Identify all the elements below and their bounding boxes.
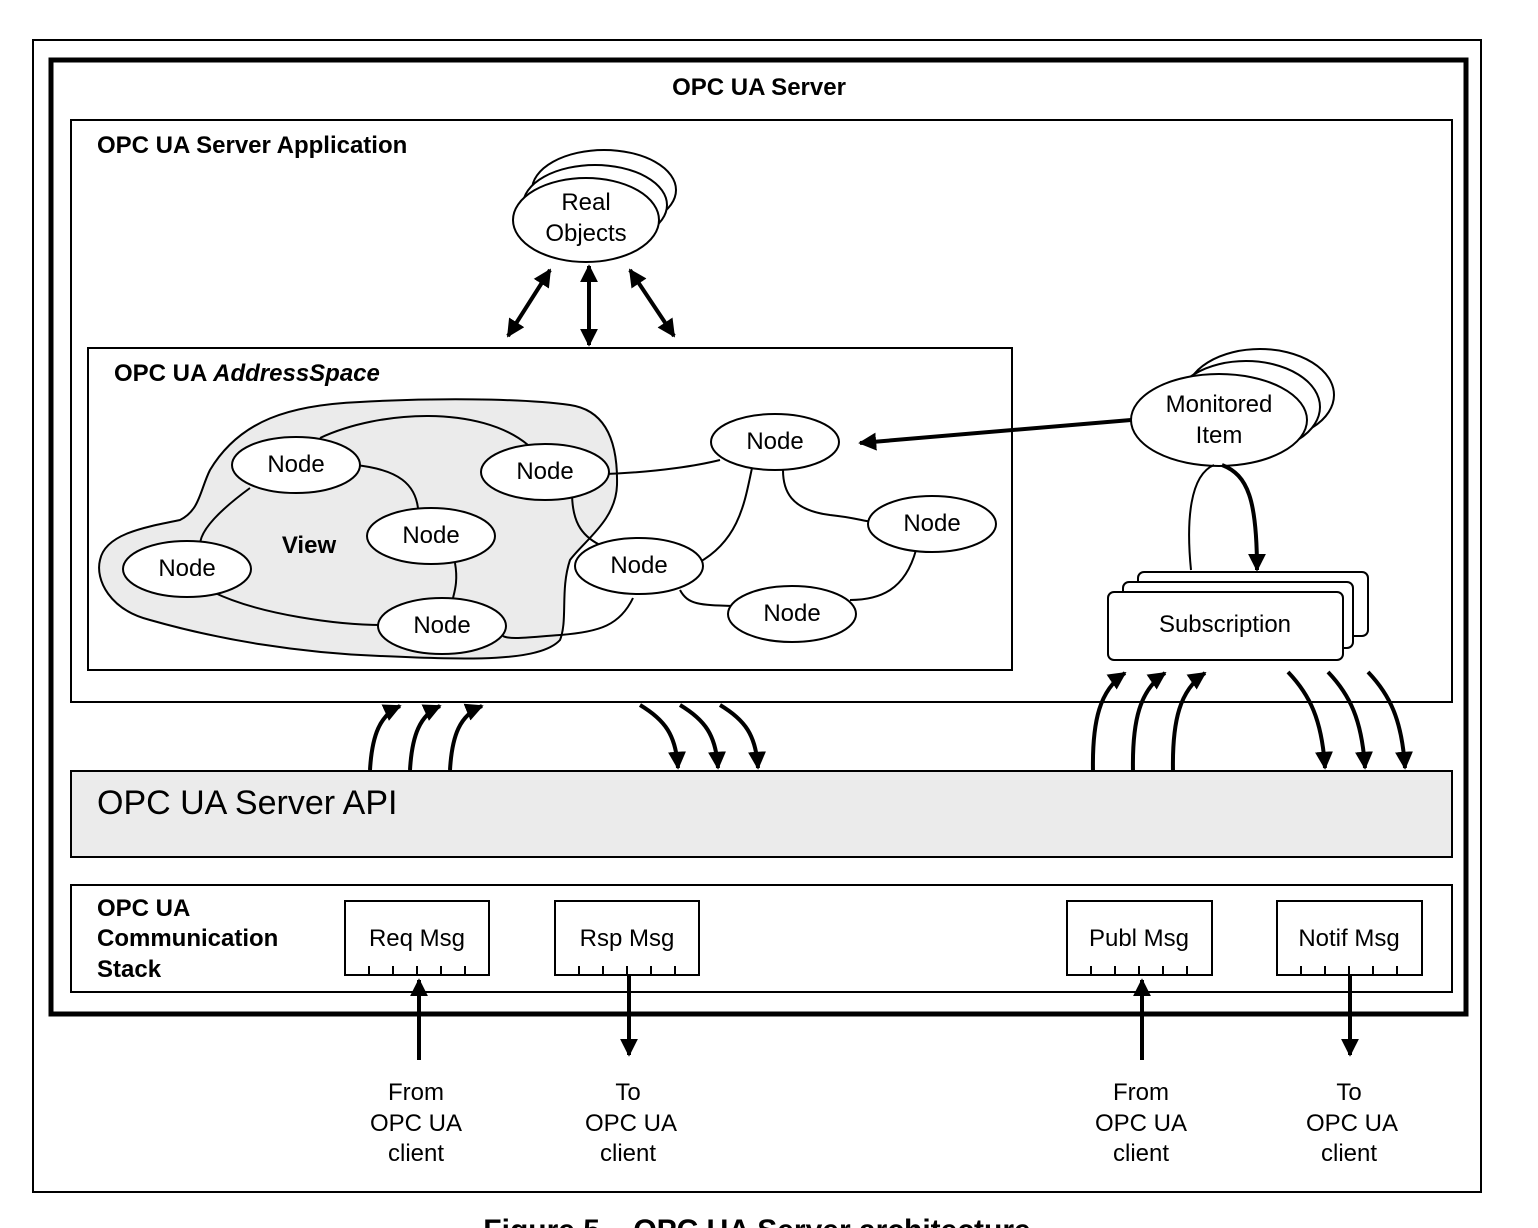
from-client-2-line-2: OPC UA <box>1095 1110 1187 1137</box>
client-arrows <box>410 975 1359 1060</box>
node-2-label: Node <box>516 458 573 485</box>
communication-stack-label-2: Communication <box>97 925 278 952</box>
monitored-item-to-node-arrow <box>858 418 1132 451</box>
node-5: Node <box>377 597 507 655</box>
real-objects: Real Objects <box>512 149 677 263</box>
subscription-monitored-link <box>1188 464 1215 571</box>
node-9-label: Node <box>763 600 820 627</box>
real-objects-label-1: Real <box>561 189 610 216</box>
view-label: View <box>282 532 337 559</box>
server-box <box>48 57 1469 1017</box>
subscription-label: Subscription <box>1159 611 1291 638</box>
from-client-1-line-3: client <box>388 1140 444 1167</box>
communication-stack-box <box>70 884 1453 993</box>
req-msg-box: Req Msg <box>344 900 490 976</box>
address-space-name: AddressSpace <box>212 360 380 387</box>
node-2: Node <box>480 443 610 501</box>
communication-stack-label-1: OPC UA <box>97 895 190 922</box>
monitored-to-subscription-arrow <box>1221 463 1266 572</box>
from-client-label-2: From OPC UA client <box>1095 1079 1187 1167</box>
address-space-title: OPC UA AddressSpace <box>114 360 380 387</box>
publ-msg-label: Publ Msg <box>1089 925 1189 952</box>
node-6-label: Node <box>746 428 803 455</box>
monitored-item-label-2: Item <box>1196 422 1243 449</box>
from-client-label-1: From OPC UA client <box>370 1079 462 1167</box>
node-3: Node <box>366 507 496 565</box>
real-objects-label-2: Objects <box>545 220 626 247</box>
to-client-2-line-3: client <box>1321 1140 1377 1167</box>
communication-stack-label-3: Stack <box>97 956 162 983</box>
node-7: Node <box>574 537 704 595</box>
to-client-1-line-1: To <box>615 1079 640 1106</box>
notif-msg-label: Notif Msg <box>1298 925 1399 952</box>
real-objects-arrows <box>506 264 676 347</box>
node-8: Node <box>867 495 997 553</box>
publ-msg-box: Publ Msg <box>1066 900 1213 976</box>
to-client-label-2: To OPC UA client <box>1306 1079 1398 1167</box>
rsp-msg-label: Rsp Msg <box>580 925 675 952</box>
to-client-2-line-2: OPC UA <box>1306 1110 1398 1137</box>
node-7-label: Node <box>610 552 667 579</box>
from-client-1-line-1: From <box>388 1079 444 1106</box>
server-title: OPC UA Server <box>672 74 846 101</box>
node-8-label: Node <box>903 510 960 537</box>
node-9: Node <box>727 585 857 643</box>
to-client-label-1: To OPC UA client <box>585 1079 677 1167</box>
server-api-label: OPC UA Server API <box>97 784 397 822</box>
node-1-label: Node <box>267 451 324 478</box>
monitored-item-label-1: Monitored <box>1166 391 1273 418</box>
figure-caption: Figure 5 – OPC UA Server architecture <box>483 1214 1030 1228</box>
notif-msg-box: Notif Msg <box>1276 900 1423 976</box>
address-space-prefix: OPC UA <box>114 360 213 387</box>
monitored-item: Monitored Item <box>1130 348 1335 467</box>
server-application-title: OPC UA Server Application <box>97 132 407 159</box>
node-1: Node <box>231 436 361 494</box>
node-5-label: Node <box>413 612 470 639</box>
node-4-label: Node <box>158 555 215 582</box>
server-api-bar <box>70 770 1453 858</box>
to-client-2-line-1: To <box>1336 1079 1361 1106</box>
to-client-1-line-3: client <box>600 1140 656 1167</box>
rsp-msg-box: Rsp Msg <box>554 900 700 976</box>
from-client-1-line-2: OPC UA <box>370 1110 462 1137</box>
api-arrows <box>368 670 1413 773</box>
node-3-label: Node <box>402 522 459 549</box>
from-client-2-line-3: client <box>1113 1140 1169 1167</box>
req-msg-label: Req Msg <box>369 925 465 952</box>
subscription: Subscription <box>1107 571 1369 661</box>
node-4: Node <box>122 540 252 598</box>
from-client-2-line-1: From <box>1113 1079 1169 1106</box>
node-6: Node <box>710 413 840 471</box>
to-client-1-line-2: OPC UA <box>585 1110 677 1137</box>
